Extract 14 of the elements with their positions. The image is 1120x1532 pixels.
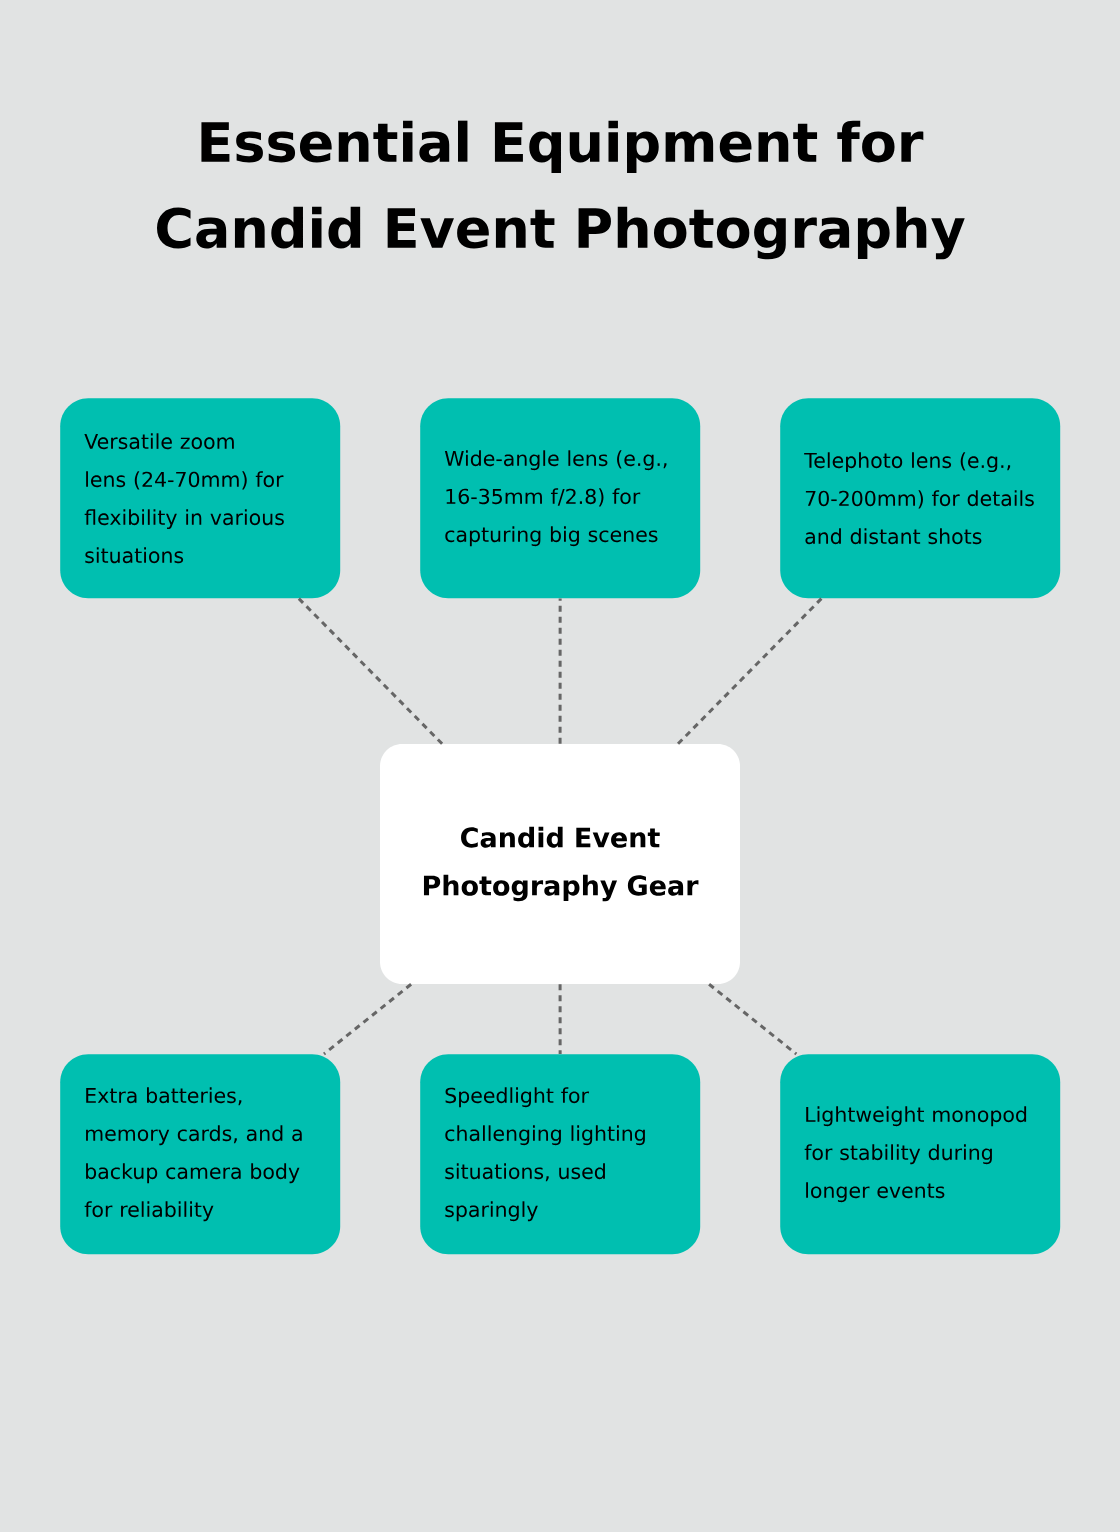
connector-line: [558, 984, 562, 1054]
connector-line: [323, 983, 413, 1056]
item-box: Wide-angle lens (e.g., 16-35mm f/2.8) for capturing big scenes: [420, 398, 701, 599]
connector-line: [708, 983, 798, 1056]
item-box: Extra batteries, memory cards, and a backup camera body for reliability: [60, 1054, 341, 1255]
hub-box: Candid Event Photography Gear: [380, 744, 740, 984]
item-box: Versatile zoom lens (24-70mm) for flexibility in various situations: [60, 398, 341, 599]
connector-line: [297, 597, 444, 745]
item-box: Speedlight for challenging lighting situations, used sparingly: [420, 1054, 701, 1255]
title: Essential Equipment for Candid Event Photography: [157, 120, 965, 260]
item-box: Telephoto lens (e.g., 70-200mm) for details and distant shots: [780, 398, 1061, 599]
connector-line: [677, 597, 823, 745]
connector-line: [558, 598, 562, 744]
item-box: Lightweight monopod for stability during longer events: [780, 1054, 1061, 1255]
